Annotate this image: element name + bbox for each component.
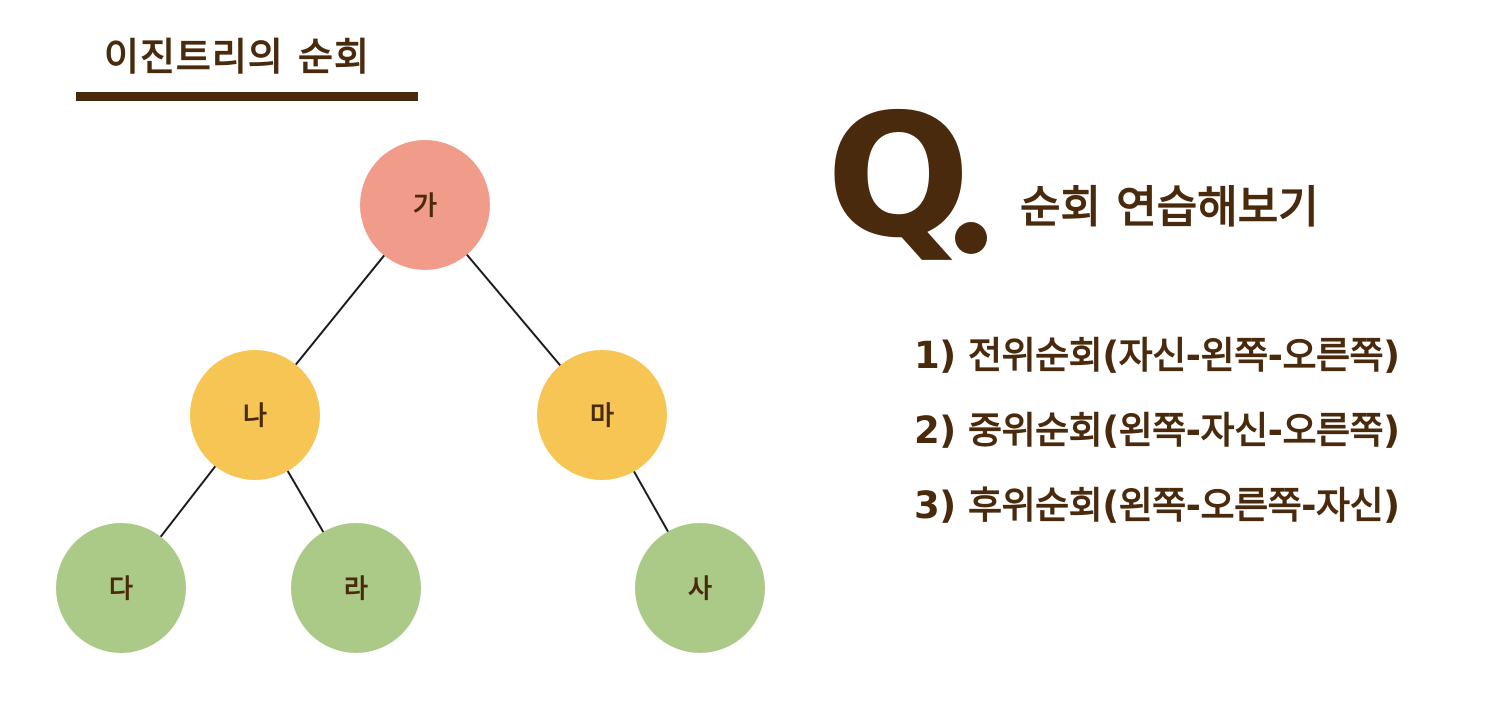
- q-letter: Q: [826, 78, 971, 276]
- page-title: 이진트리의 순회: [104, 35, 370, 79]
- node-label-ga: 가: [413, 192, 437, 222]
- practice-item-postorder: 3) 후위순회(왼쪽-오른쪽-자신): [914, 484, 1400, 527]
- node-label-da: 다: [109, 575, 133, 605]
- tree-node-sa: 사: [635, 523, 765, 653]
- tree-node-ma: 마: [537, 350, 667, 480]
- title-underline: [76, 92, 418, 101]
- node-circle-ma: [537, 350, 667, 480]
- practice-item-preorder: 1) 전위순회(자신-왼쪽-오른쪽): [914, 334, 1400, 377]
- practice-item-inorder: 2) 중위순회(왼쪽-자신-오른쪽): [914, 409, 1400, 452]
- tree-node-ga: 가: [360, 140, 490, 270]
- tree-node-da: 다: [56, 523, 186, 653]
- q-dot: [955, 222, 987, 254]
- node-circle-da: [56, 523, 186, 653]
- node-circle-ga: [360, 140, 490, 270]
- practice-list: 1) 전위순회(자신-왼쪽-오른쪽) 2) 중위순회(왼쪽-자신-오른쪽) 3)…: [914, 330, 1400, 555]
- binary-tree-diagram: 가나 마다 라 사: [56, 140, 765, 653]
- node-circle-na: [190, 350, 320, 480]
- question-title: 순회 연습해보기: [1020, 182, 1319, 233]
- node-label-sa: 사: [688, 575, 712, 605]
- node-circle-sa: [635, 523, 765, 653]
- node-label-ra: 라: [344, 575, 368, 605]
- tree-node-ra: 라: [291, 523, 421, 653]
- node-label-ma: 마: [590, 402, 614, 432]
- node-circle-ra: [291, 523, 421, 653]
- tree-nodes: 가나 마다 라 사: [56, 140, 765, 653]
- tree-node-na: 나: [190, 350, 320, 480]
- node-label-na: 나: [243, 402, 267, 432]
